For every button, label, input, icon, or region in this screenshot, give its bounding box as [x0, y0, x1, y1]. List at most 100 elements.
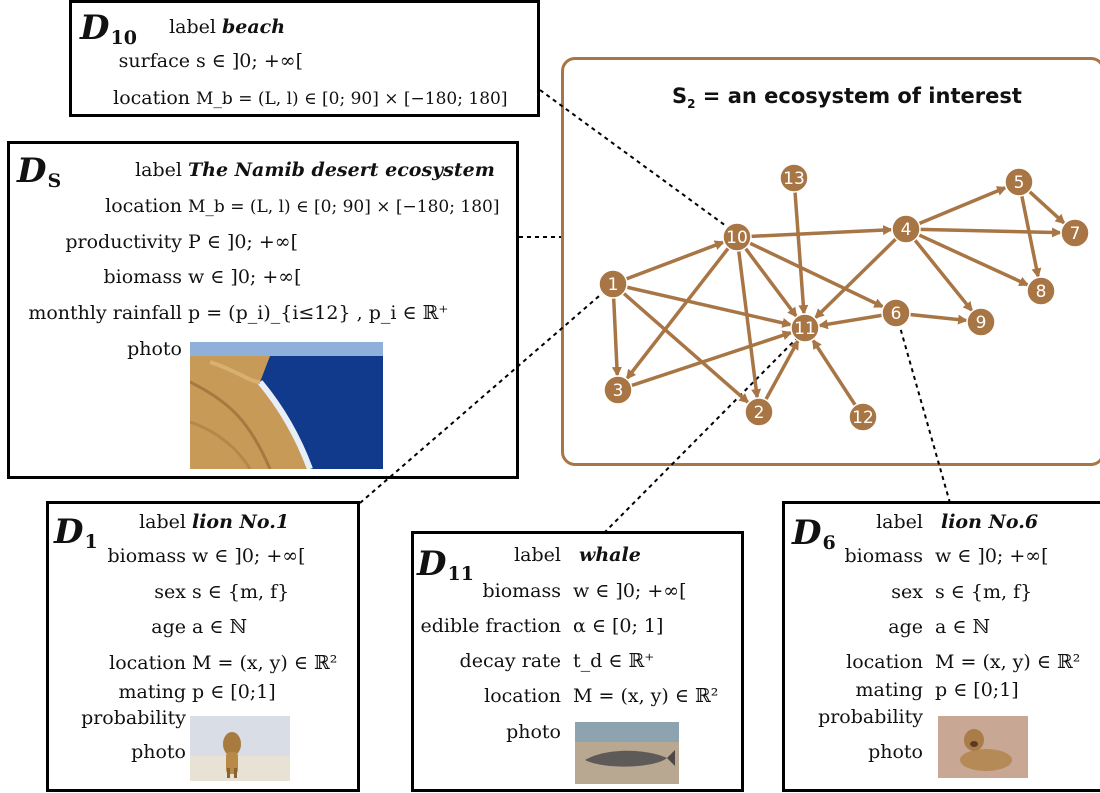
- row-key: age: [151, 616, 186, 638]
- graph-node-label: 9: [976, 313, 987, 333]
- row-key: surface: [118, 50, 190, 72]
- ecosystem-title-text: = an ecosystem of interest: [695, 84, 1022, 108]
- row-key: edible fraction: [420, 615, 561, 637]
- row-value: M = (x, y) ∈ ℝ²: [573, 685, 719, 707]
- row-value: lion No.6: [941, 511, 1039, 533]
- connector-d6: [895, 312, 951, 504]
- row-key: label: [139, 511, 186, 533]
- graph-node-13: 13: [779, 163, 809, 193]
- graph-edge-4-8: [917, 233, 1030, 287]
- row-key: label: [135, 159, 182, 181]
- graph-node-label: 5: [1014, 173, 1025, 193]
- graph-edge-10-2: [737, 250, 762, 400]
- graph-edge-4-7: [919, 227, 1063, 238]
- graph-edge-1-3: [611, 297, 622, 378]
- connector-lines: [359, 89, 951, 534]
- graph-node-circle: [848, 402, 878, 432]
- row-key: location: [105, 195, 182, 217]
- row-value: a ∈ ℕ: [192, 616, 247, 638]
- graph-node-circle: [722, 222, 752, 252]
- row-value: s ∈ {m, f}: [192, 581, 290, 603]
- graph-node-label: 4: [901, 220, 912, 240]
- row-value: p = (p_i)_{i≤12} , p_i ∈ ℝ⁺: [188, 302, 449, 324]
- lion-1-photo: [190, 716, 290, 781]
- graph-node-label: 2: [754, 403, 765, 423]
- d6-title: D6: [792, 516, 836, 553]
- graph-node-circle: [881, 298, 911, 328]
- graph-node-5: 5: [1004, 167, 1034, 197]
- row-key: sex: [154, 581, 186, 603]
- graph-node-label: 3: [613, 381, 624, 401]
- ds-title-letter: D: [17, 151, 47, 191]
- graph-node-label: 12: [852, 408, 874, 428]
- d6-title-letter: D: [792, 513, 822, 553]
- connector-d1: [359, 283, 614, 504]
- d1-title-letter: D: [54, 512, 84, 552]
- graph-node-3: 3: [603, 375, 633, 405]
- row-value: w ∈ ]0; +∞[: [573, 580, 687, 602]
- row-key: biomass: [103, 266, 182, 288]
- graph-node-1: 1: [598, 269, 628, 299]
- ds-row-photo: photo: [10, 339, 182, 360]
- graph-edge-10-4: [750, 225, 894, 239]
- graph-edge-6-11: [817, 313, 883, 330]
- row-key: location: [846, 651, 923, 673]
- graph-edge-12-11: [811, 338, 857, 407]
- lion-6-photo: [938, 716, 1028, 778]
- d6-row-age: age a ∈ ℕ: [785, 617, 990, 638]
- d1-row-age: age a ∈ ℕ: [49, 617, 247, 638]
- ds-title: DS: [17, 154, 61, 191]
- graph-node-circle: [966, 307, 996, 337]
- row-value: t_d ∈ ℝ⁺: [573, 650, 655, 672]
- ecosystem-title: S2 = an ecosystem of interest: [672, 84, 1022, 111]
- d1-title-subscript: 1: [84, 531, 98, 553]
- row-key: age: [888, 616, 923, 638]
- graph-edge-5-7: [1028, 190, 1066, 225]
- row-key: mating: [118, 681, 186, 703]
- row-key: location: [113, 87, 190, 109]
- graph-node-circle: [744, 397, 774, 427]
- row-key: photo: [868, 741, 923, 763]
- graph-node-label: 10: [726, 228, 748, 248]
- graph-edge-10-3: [625, 246, 730, 380]
- row-key: biomass: [844, 545, 923, 567]
- d1-row-photo: photo: [49, 742, 186, 763]
- graph-node-circle: [1060, 218, 1090, 248]
- row-key: location: [484, 685, 561, 707]
- row-key: decay rate: [459, 650, 561, 672]
- row-key: location: [109, 652, 186, 674]
- row-value: The Namib desert ecosystem: [188, 159, 495, 181]
- row-value: P ∈ ]0; +∞[: [188, 231, 299, 253]
- row-value: a ∈ ℕ: [935, 616, 990, 638]
- row-value: w ∈ ]0; +∞[: [192, 545, 306, 567]
- graph-edges: [611, 186, 1066, 407]
- row-key: photo: [506, 721, 561, 743]
- graph-edge-10-6: [748, 241, 885, 309]
- d1-row-sex: sex s ∈ {m, f}: [49, 582, 289, 603]
- d11-title-subscript: 11: [447, 563, 474, 585]
- row-value: M_b = (L, l) ∈ [0; 90] × [−180; 180]: [188, 197, 500, 217]
- graph-node-label: 7: [1070, 224, 1081, 244]
- graph-edge-10-11: [743, 247, 798, 318]
- graph-node-11: 11: [790, 313, 820, 343]
- graph-node-circle: [1026, 276, 1056, 306]
- ds-description-box: DS label The Namib desert ecosystem locat…: [7, 141, 519, 479]
- graph-edge-3-11: [630, 330, 793, 388]
